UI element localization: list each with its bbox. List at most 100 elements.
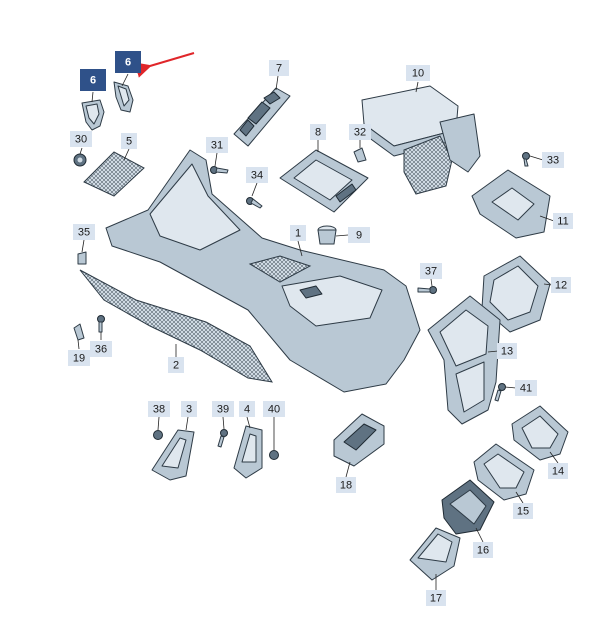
part-11-rear-bracket — [471, 169, 551, 239]
part-8-tray-insert — [279, 149, 369, 213]
part-14-trim-frame — [511, 405, 569, 461]
callout-number: 37 — [425, 266, 437, 278]
callout-number: 41 — [520, 383, 532, 395]
callout-number: 36 — [95, 344, 107, 356]
callout-35: 35 — [73, 224, 95, 240]
callout-box — [336, 477, 356, 493]
callout-15: 15 — [513, 503, 533, 519]
callout-box — [239, 401, 255, 417]
callout-1: 1 — [290, 225, 306, 241]
callout-number: 11 — [557, 216, 568, 228]
part-4-mount-bracket — [233, 425, 263, 479]
callout-box — [348, 227, 370, 243]
callout-box — [420, 263, 442, 279]
callout-7: 7 — [269, 60, 289, 76]
callout-box — [513, 503, 533, 519]
part-1-center-console — [105, 149, 421, 393]
callout-12: 12 — [551, 277, 571, 293]
leader-lines — [77, 73, 559, 590]
part-9-cup-holder-insert — [317, 225, 337, 245]
part-3-mount-bracket — [151, 429, 195, 481]
callout-number: 6 — [90, 75, 96, 87]
callout-31: 31 — [206, 137, 228, 153]
callout-number: 8 — [315, 127, 321, 139]
callout-box — [168, 357, 184, 373]
callout-39: 39 — [212, 401, 234, 417]
callout-number: 7 — [276, 63, 282, 75]
part-13-rear-cover-panel — [427, 295, 501, 425]
callout-box — [551, 277, 571, 293]
callout-number: 12 — [555, 280, 567, 292]
part-2-side-trim-panel — [79, 269, 273, 383]
part-41-screw — [494, 383, 506, 402]
callout-box — [73, 224, 95, 240]
part-17-storage-bin — [409, 527, 461, 581]
callout-41: 41 — [515, 380, 537, 396]
callout-18: 18 — [336, 477, 356, 493]
callout-box — [115, 51, 141, 73]
callout-number: 13 — [501, 346, 513, 358]
part-19-clip — [73, 323, 85, 341]
callout-38: 38 — [148, 401, 170, 417]
part-40-clip — [269, 450, 279, 460]
part-7-switch-panel — [233, 87, 291, 147]
part-35-clip — [77, 251, 87, 265]
callout-box — [263, 401, 285, 417]
part-12-vent-frame — [481, 255, 551, 333]
callout-box — [542, 152, 564, 168]
callout-11: 11 — [553, 213, 573, 229]
callout-box — [121, 133, 137, 149]
pointer-arrow — [134, 52, 195, 78]
part-31-screw — [210, 166, 229, 174]
callout-box — [349, 124, 371, 140]
callout-box — [548, 463, 568, 479]
part-15-trim-frame — [473, 443, 535, 501]
callout-number: 18 — [340, 480, 352, 492]
callout-box — [497, 343, 517, 359]
callout-number: 16 — [477, 545, 489, 557]
callout-number: 30 — [75, 134, 87, 146]
callout-19: 19 — [68, 350, 90, 366]
callout-34: 34 — [246, 167, 268, 183]
callout-number: 5 — [126, 136, 132, 148]
part-38-clip — [153, 430, 163, 440]
callout-number: 17 — [430, 593, 442, 605]
callout-number: 35 — [78, 227, 90, 239]
part-33-screw — [522, 152, 530, 167]
callout-box — [515, 380, 537, 396]
callout-4: 4 — [239, 401, 255, 417]
callout-box — [406, 65, 430, 81]
part-6-bracket-right — [113, 81, 134, 113]
callout-box — [206, 137, 228, 153]
callout-number: 39 — [217, 404, 229, 416]
callout-number: 34 — [251, 170, 263, 182]
callout-number: 1 — [295, 228, 301, 240]
callout-number: 15 — [517, 506, 529, 518]
callout-6: 6 — [115, 51, 141, 73]
callout-number: 38 — [153, 404, 165, 416]
part-37-screw — [417, 286, 437, 294]
callout-box — [70, 131, 92, 147]
callout-box — [473, 542, 493, 558]
callout-10: 10 — [406, 65, 430, 81]
callout-number: 32 — [354, 127, 366, 139]
callout-6: 6 — [80, 69, 106, 91]
callout-box — [68, 350, 90, 366]
callout-3: 3 — [181, 401, 197, 417]
part-10-armrest-hinge — [403, 113, 481, 195]
callout-box — [181, 401, 197, 417]
callout-33: 33 — [542, 152, 564, 168]
part-36-screw — [97, 315, 105, 333]
callout-number: 4 — [244, 404, 250, 416]
callout-box — [80, 69, 106, 91]
callout-14: 14 — [548, 463, 568, 479]
callout-37: 37 — [420, 263, 442, 279]
callout-box — [553, 213, 573, 229]
callout-box — [212, 401, 234, 417]
callout-number: 40 — [268, 404, 280, 416]
callout-30: 30 — [70, 131, 92, 147]
callout-number: 31 — [211, 140, 223, 152]
